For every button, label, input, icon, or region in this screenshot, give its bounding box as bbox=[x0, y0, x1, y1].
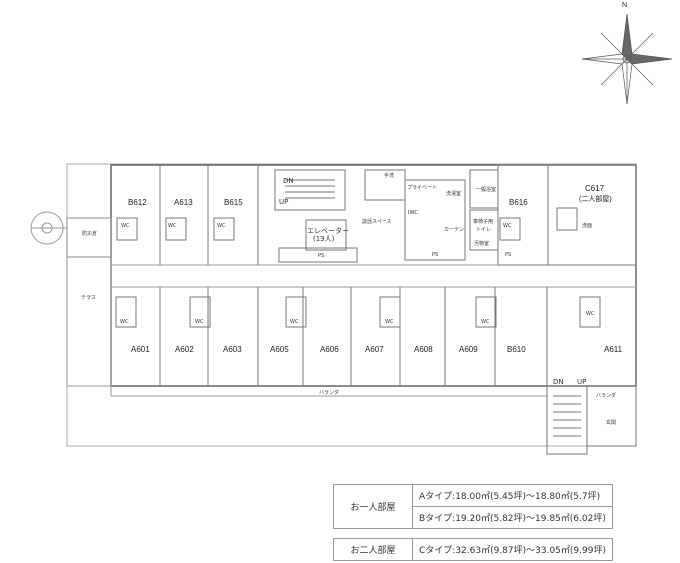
shared-space-label: 談話スペース bbox=[362, 219, 392, 225]
bath-label: 一般浴室 bbox=[476, 187, 497, 193]
balcony-label-main: バランダ bbox=[319, 390, 340, 396]
elevator-label: エレベーター bbox=[307, 227, 349, 235]
unit-a601: A601 bbox=[131, 345, 150, 354]
washroom-label: 洗面 bbox=[582, 223, 593, 229]
unit-b610: B610 bbox=[507, 345, 526, 354]
laundry-label: 洗濯室 bbox=[446, 191, 462, 197]
wc-label: WC bbox=[586, 311, 595, 317]
unit-b612: B612 bbox=[128, 198, 147, 207]
ps-label: PS bbox=[318, 253, 325, 259]
elevator-capacity: (13人) bbox=[313, 235, 335, 243]
single-room-label: お一人部屋 bbox=[333, 484, 413, 529]
room-type-legend: お一人部屋 Aタイプ:18.00㎡(5.45坪)～18.80㎡(5.7坪) Bタ… bbox=[333, 484, 613, 529]
wc-label: WC bbox=[290, 319, 299, 325]
stair-up-bottom: UP bbox=[577, 378, 587, 386]
balcony-label-right: バランダ bbox=[596, 393, 617, 399]
stair-dn-top: DN bbox=[283, 177, 294, 185]
stair-dn-bottom: DN bbox=[553, 378, 564, 386]
compass-rose bbox=[581, 13, 673, 105]
wheelchair-toilet-label-2: トイレ bbox=[476, 227, 492, 233]
unit-a602: A602 bbox=[175, 345, 194, 354]
ps-label: PS bbox=[432, 252, 439, 258]
wc-label: WC bbox=[195, 319, 204, 325]
unit-a613: A613 bbox=[174, 198, 193, 207]
unit-b615: B615 bbox=[224, 198, 243, 207]
stair-up-top: UP bbox=[279, 198, 289, 206]
wc-label: WC bbox=[481, 319, 490, 325]
unit-c617-note: (二人部屋) bbox=[579, 196, 612, 203]
unit-a611: A611 bbox=[604, 345, 623, 354]
type-a-spec: Aタイプ:18.00㎡(5.45坪)～18.80㎡(5.7坪) bbox=[412, 484, 613, 507]
wash-label: 手洗 bbox=[384, 173, 395, 179]
disaster-store-label: 防災倉 bbox=[82, 231, 98, 237]
double-room-label: お二人部屋 bbox=[333, 538, 413, 561]
ps-label: PS bbox=[505, 252, 512, 258]
private-label: プライベート bbox=[407, 185, 438, 191]
unit-a609: A609 bbox=[459, 345, 478, 354]
type-b-spec: Bタイプ:19.20㎡(5.82坪)～19.85㎡(6.02坪) bbox=[412, 506, 613, 529]
wc-label: WC bbox=[168, 223, 177, 229]
double-room-legend: お二人部屋 Cタイプ:32.63㎡(9.87坪)～33.05㎡(9.99坪) bbox=[333, 538, 613, 561]
terrace-label: テラス bbox=[81, 295, 96, 301]
curtain-label: カーテン bbox=[444, 227, 465, 233]
iwc-label: IWC bbox=[408, 210, 418, 216]
unit-a603: A603 bbox=[223, 345, 242, 354]
north-label: N bbox=[622, 2, 628, 9]
wc-label: WC bbox=[121, 223, 130, 229]
wheelchair-toilet-label-1: 車椅子用 bbox=[473, 219, 494, 225]
unit-a605: A605 bbox=[270, 345, 289, 354]
wc-label: WC bbox=[385, 319, 394, 325]
wc-label: WC bbox=[503, 223, 512, 229]
unit-a606: A606 bbox=[320, 345, 339, 354]
storage-room-label: 汚物室 bbox=[474, 241, 490, 247]
unit-a607: A607 bbox=[365, 345, 384, 354]
wc-label: WC bbox=[217, 223, 226, 229]
type-c-spec: Cタイプ:32.63㎡(9.87坪)～33.05㎡(9.99坪) bbox=[412, 538, 613, 561]
wc-label: WC bbox=[120, 319, 129, 325]
unit-b616: B616 bbox=[509, 198, 528, 207]
entrance-label: 玄関 bbox=[606, 420, 617, 426]
unit-a608: A608 bbox=[414, 345, 433, 354]
unit-c617: C617 bbox=[585, 184, 605, 193]
